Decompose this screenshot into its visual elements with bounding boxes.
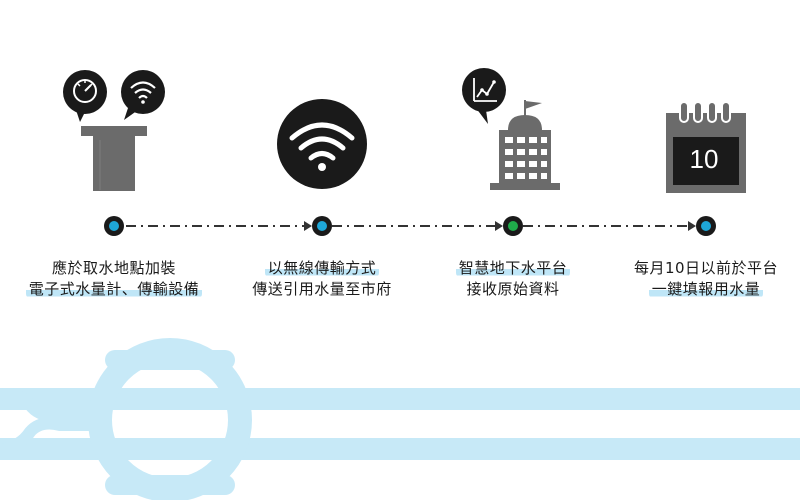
step-1-line-1: 應於取水地點加裝 bbox=[51, 259, 176, 277]
step-2-line-1: 以無線傳輸方式 bbox=[264, 259, 380, 277]
step-3-line-1: 智慧地下水平台 bbox=[455, 259, 571, 277]
connector-arrow-2 bbox=[495, 221, 503, 231]
government-building-icon bbox=[490, 100, 560, 190]
wifi-bubble-icon bbox=[121, 70, 165, 120]
step-3-line-2: 接收原始資料 bbox=[466, 280, 560, 298]
step-node-1 bbox=[104, 216, 124, 236]
step-1-line-2: 電子式水量計、傳輸設備 bbox=[25, 280, 203, 298]
step-4-line-2: 一鍵填報用水量 bbox=[648, 280, 764, 298]
step-label-2: 以無線傳輸方式 傳送引用水量至市府 bbox=[212, 258, 432, 300]
step-label-4: 每月10日以前於平台 一鍵填報用水量 bbox=[596, 258, 800, 300]
step-label-1: 應於取水地點加裝 電子式水量計、傳輸設備 bbox=[4, 258, 224, 300]
water-meter-icon bbox=[63, 70, 107, 122]
chart-bubble-icon bbox=[462, 68, 506, 124]
connector-arrow-3 bbox=[688, 221, 696, 231]
connector-arrow-1 bbox=[304, 221, 312, 231]
step-node-2 bbox=[312, 216, 332, 236]
step-2-line-2: 傳送引用水量至市府 bbox=[252, 280, 392, 298]
pipe-illustration bbox=[0, 338, 800, 500]
wifi-icon bbox=[277, 99, 367, 189]
pipe-outlet-icon bbox=[81, 126, 147, 191]
step-label-3: 智慧地下水平台 接收原始資料 bbox=[403, 258, 623, 300]
step-node-4 bbox=[696, 216, 716, 236]
step-4-line-1: 每月10日以前於平台 bbox=[633, 259, 779, 277]
step-node-3 bbox=[503, 216, 523, 236]
calendar-icon bbox=[666, 101, 746, 193]
calendar-day-number: 10 bbox=[689, 144, 719, 174]
timeline bbox=[104, 216, 716, 236]
